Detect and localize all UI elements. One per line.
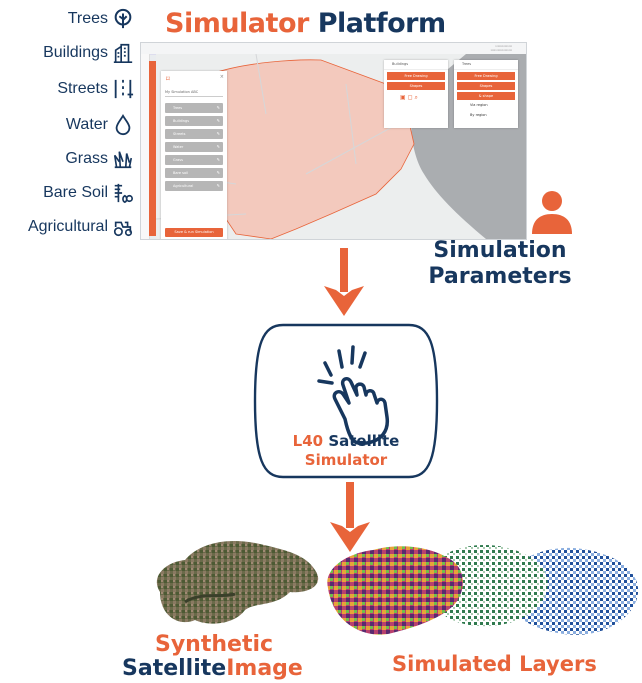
legend-item-streets: Streets bbox=[57, 78, 134, 100]
pencil-icon[interactable]: ✎ bbox=[216, 170, 220, 175]
buildings-card: Buildings Free Drawing Shapes ▣ ◻ ⌕ bbox=[384, 60, 448, 128]
shapes-button[interactable]: Shapes bbox=[457, 82, 515, 90]
close-icon[interactable]: × bbox=[219, 74, 224, 80]
layer-row-grass[interactable]: Grass✎ bbox=[165, 155, 223, 165]
simulation-parameters-label: Simulation Parameters bbox=[428, 238, 572, 289]
free-drawing-button[interactable]: Free Drawing bbox=[457, 72, 515, 80]
tractor-icon bbox=[113, 221, 133, 237]
tap-hand-icon bbox=[317, 345, 390, 445]
synthetic-caption-line1: Synthetic bbox=[155, 632, 274, 657]
legend-item-bare-soil: Bare Soil bbox=[43, 182, 134, 204]
legend-item-water: Water bbox=[66, 114, 134, 136]
synthetic-satellite-image bbox=[156, 540, 319, 624]
pencil-icon[interactable]: ✎ bbox=[216, 157, 220, 162]
pencil-icon[interactable]: ✎ bbox=[216, 105, 220, 110]
streets-icon bbox=[114, 79, 134, 99]
layer-row-streets[interactable]: Streets✎ bbox=[165, 129, 223, 139]
water-drop-icon bbox=[115, 114, 131, 136]
layer-row-bare-soil[interactable]: Bare soil✎ bbox=[165, 168, 223, 178]
card-header: Buildings bbox=[384, 60, 448, 70]
simulation-name-field[interactable]: My Simulation ABC bbox=[165, 88, 223, 97]
pencil-icon[interactable]: ✎ bbox=[216, 118, 220, 123]
layer-row-agricultural[interactable]: Agricultural✎ bbox=[165, 181, 223, 191]
shapes-button[interactable]: Shapes bbox=[387, 82, 445, 90]
simulated-layers-caption: Simulated Layers bbox=[392, 652, 597, 676]
card-header: Trees bbox=[454, 60, 518, 70]
add-shape-button[interactable]: & shape bbox=[457, 92, 515, 100]
simulator-box bbox=[253, 323, 439, 479]
user-icon bbox=[532, 191, 572, 234]
pencil-icon[interactable]: ✎ bbox=[216, 131, 220, 136]
free-drawing-button[interactable]: Free Drawing bbox=[387, 72, 445, 80]
tree-icon bbox=[114, 8, 132, 29]
bare-soil-icon bbox=[114, 183, 133, 204]
simulated-layers-image bbox=[327, 545, 639, 635]
pencil-icon[interactable]: ✎ bbox=[216, 144, 220, 149]
screenshot-tool-rail bbox=[149, 61, 156, 236]
buildings-icon bbox=[113, 43, 133, 63]
arrow-down-1 bbox=[324, 248, 364, 316]
arrow-down-2 bbox=[330, 482, 370, 552]
legend-item-trees: Trees bbox=[68, 8, 134, 30]
legend-item-grass: Grass bbox=[65, 148, 134, 170]
layer-row-buildings[interactable]: Buildings✎ bbox=[165, 116, 223, 126]
layer-row-trees[interactable]: Trees✎ bbox=[165, 103, 223, 113]
toolbar-user-info: ▫▫▫▫▫▫▫▫▫▫▫▫▫▫▫▫ bbox=[490, 44, 512, 52]
synthetic-caption-line2: SatelliteImage bbox=[122, 656, 303, 681]
diagram-title: Simulator Platform bbox=[165, 8, 446, 39]
land-cover-legend: Trees Buildings Streets Water Grass Bare… bbox=[0, 8, 134, 244]
pencil-icon[interactable]: ✎ bbox=[216, 183, 220, 188]
layers-panel: ⌑ × My Simulation ABC Trees✎ Buildings✎ … bbox=[161, 71, 227, 239]
region-option[interactable]: Via region bbox=[470, 103, 488, 107]
shape-tools-icon[interactable]: ▣ ◻ ⌕ bbox=[400, 94, 418, 101]
region-option[interactable]: By region bbox=[470, 113, 487, 117]
legend-item-buildings: Buildings bbox=[43, 42, 134, 64]
create-simulation-button[interactable]: Save & run Simulation bbox=[165, 228, 223, 237]
trees-card: Trees Free Drawing Shapes & shape Via re… bbox=[454, 60, 518, 128]
draw-polygon-icon[interactable]: ⌑ bbox=[166, 75, 170, 83]
legend-item-agricultural: Agricultural bbox=[28, 216, 134, 238]
simulator-label: L40 Satellite Simulator bbox=[292, 432, 400, 469]
layer-row-water[interactable]: Water✎ bbox=[165, 142, 223, 152]
platform-screenshot: ▫▫▫▫▫▫▫▫▫▫▫▫▫▫▫▫ ⌑ × My Simulation ABC T… bbox=[140, 42, 527, 240]
grass-icon bbox=[113, 151, 133, 169]
